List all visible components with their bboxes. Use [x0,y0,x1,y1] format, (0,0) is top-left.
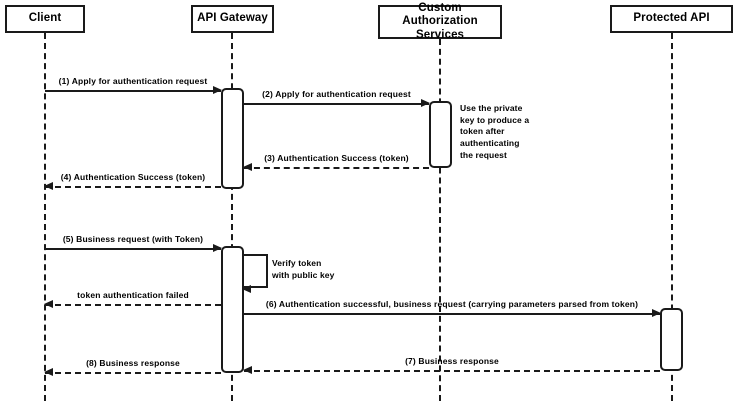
message-7-line [244,370,660,372]
note-use-private-key-line-2: key to produce a [460,114,530,125]
message-token-authentication-failed-line [45,304,221,306]
message-2-label: (2) Apply for authentication request [262,89,411,99]
self-message-verify-token[interactable] [242,254,268,293]
note-use-private-key-line-1: Use the private [460,103,523,113]
self-message-verify-token-label-line-1: Verify token [272,258,322,268]
arrow-right-icon [652,308,661,317]
message-1-line [45,90,221,92]
arrow-left-icon [243,162,252,171]
participant-protected-api-label: Protected API [633,12,710,25]
participant-protected-api[interactable]: Protected API [610,5,733,33]
participant-client-label: Client [28,12,62,25]
arrow-left-icon [243,365,252,374]
participant-api-gateway[interactable]: API Gateway [191,5,274,33]
participant-custom-authorization-services-label: Custom Authorization Services [402,2,478,41]
message-5-line [45,248,221,250]
arrow-right-icon [213,243,222,252]
message-4-label: (4) Authentication Success (token) [60,172,206,182]
arrow-left-icon [44,299,53,308]
message-8-label: (8) Business response [86,358,180,368]
message-5-label: (5) Business request (with Token) [62,234,204,244]
note-use-private-key-line-4: authenticating [460,138,520,149]
message-4-line [45,186,221,188]
message-6-label: (6) Authentication successful, business … [265,299,639,309]
arrow-left-icon [44,181,53,190]
message-7-label: (7) Business response [405,356,499,366]
participant-custom-authorization-services[interactable]: Custom Authorization Services [378,2,502,41]
message-6-line [244,313,660,315]
participant-client[interactable]: Client [5,5,85,33]
activation-bar-api-gateway-business [221,246,244,373]
lifeline-client [44,33,46,401]
self-message-verify-token-label: Verify token with public key [272,258,358,281]
lifeline-custom-authorization-services [439,39,441,401]
message-2-line [244,103,429,105]
arrow-left-icon [44,367,53,376]
message-3-line [244,167,429,169]
lifeline-protected-api [671,33,673,401]
participant-api-gateway-label: API Gateway [197,12,268,25]
message-8-line [45,372,221,374]
arrow-right-icon [213,85,222,94]
lifeline-api-gateway [231,33,233,401]
activation-bar-protected-api [660,308,683,371]
arrow-right-icon [421,98,430,107]
message-3-label: (3) Authentication Success (token) [264,153,409,163]
note-use-private-key: Use the private key to produce a token a… [460,103,544,162]
activation-bar-custom-authorization-services [429,101,452,168]
message-token-authentication-failed-label: token authentication failed [77,290,189,300]
message-1-label: (1) Apply for authentication request [58,76,208,86]
note-use-private-key-line-3: token after [460,126,505,137]
arrow-left-icon [242,284,251,293]
activation-bar-api-gateway-auth [221,88,244,189]
self-message-verify-token-label-line-2: with public key [272,269,335,280]
note-use-private-key-line-5: the request [460,149,507,160]
